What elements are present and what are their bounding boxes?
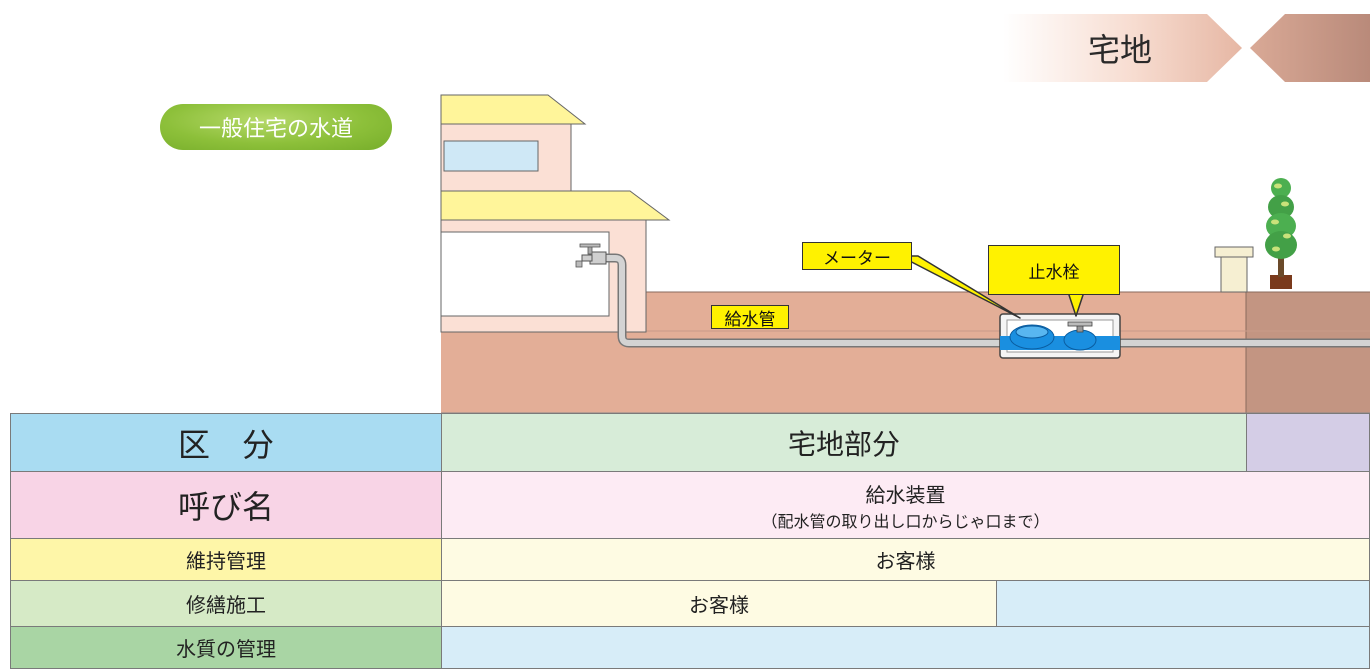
water-quality-header-label: 水質の管理: [176, 637, 276, 661]
category-main-label: 宅地部分: [787, 427, 900, 461]
name-main-label: 給水装置: [865, 482, 946, 507]
house: [440, 94, 671, 333]
banner-label: 宅地: [1087, 31, 1152, 69]
row-water-quality-header: 水質の管理: [10, 626, 442, 669]
row-maintenance-main: お客様: [441, 538, 1370, 581]
row-category-right: [1246, 413, 1370, 472]
row-water-quality-main: [441, 626, 1370, 669]
site-banner: [1003, 14, 1370, 82]
chimney-icon: [1214, 246, 1254, 293]
supply-pipe-callout: 給水管: [711, 305, 789, 330]
row-category-main: 宅地部分: [441, 413, 1247, 472]
name-header-label: 呼び名: [177, 488, 274, 526]
maintenance-header-label: 維持管理: [186, 549, 266, 573]
row-repair-left: お客様: [441, 580, 997, 627]
repair-main-label: お客様: [689, 593, 749, 617]
row-maintenance-header: 維持管理: [10, 538, 442, 581]
title-pill: 一般住宅の水道: [160, 104, 392, 150]
row-repair-header: 修繕施工: [10, 580, 442, 627]
repair-header-label: 修繕施工: [186, 593, 266, 617]
stop-valve-callout: 止水栓: [988, 245, 1120, 295]
maintenance-main-label: お客様: [875, 549, 936, 573]
row-name-main: 給水装置 （配水管の取り出し口からじゃ口まで）: [441, 471, 1370, 539]
row-repair-right: [996, 580, 1370, 627]
category-header-label: 区 分: [177, 425, 274, 464]
name-sub-label: （配水管の取り出し口からじゃ口まで）: [761, 511, 1050, 531]
window: [443, 140, 539, 172]
row-category-header: 区 分: [10, 413, 442, 472]
row-name-header: 呼び名: [10, 471, 442, 539]
stop-valve-icon: [1063, 329, 1097, 351]
meter-callout: メーター: [802, 242, 912, 270]
ground-right: [1246, 292, 1370, 413]
tree-icon: [1265, 178, 1297, 289]
faucet-icon: [575, 243, 607, 268]
house-scene: [440, 94, 1370, 413]
meter-box: [999, 313, 1121, 359]
